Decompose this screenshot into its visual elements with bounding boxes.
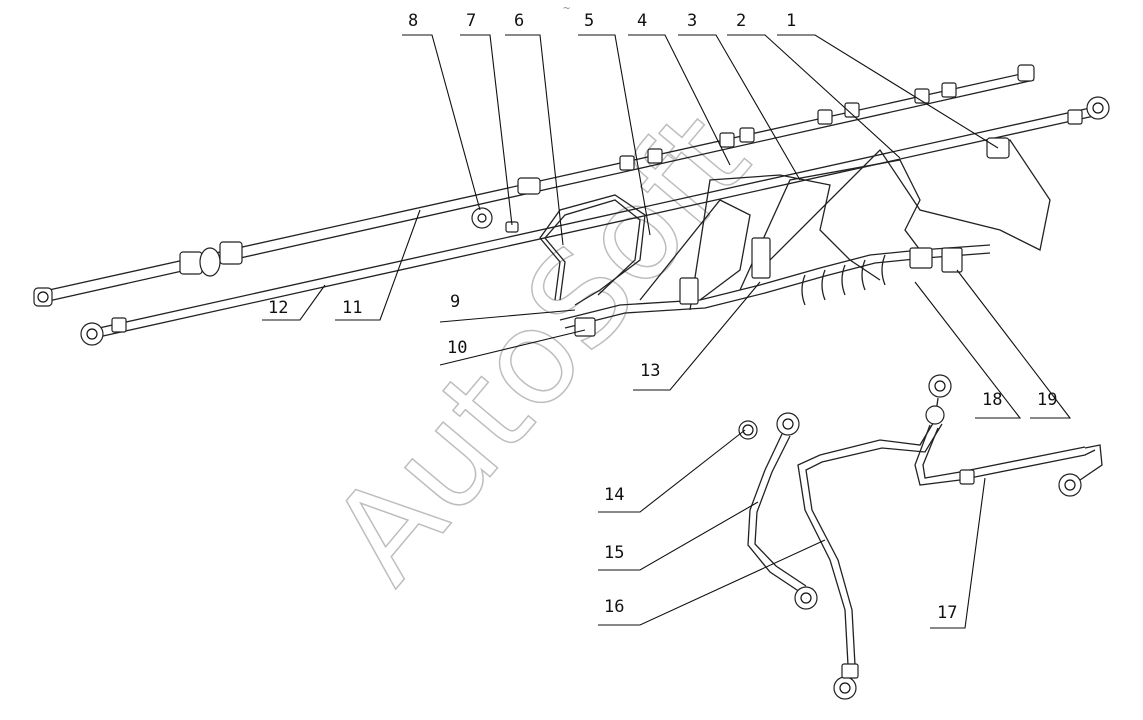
callout-11: 11 [342, 298, 362, 318]
injector-pipe-harness [471, 137, 1051, 337]
callout-1: 1 [786, 11, 796, 31]
callout-2: 2 [736, 11, 746, 31]
callout-3: 3 [687, 11, 697, 31]
callout-5: 5 [584, 11, 594, 31]
callout-18: 18 [982, 390, 1002, 410]
long-supply-pipe [80, 96, 1110, 346]
leader-lines [262, 34, 1072, 629]
callouts: 1 2 3 4 5 6 7 8 9 10 11 12 13 14 15 16 1… [268, 11, 1057, 623]
oil-tube-17 [914, 405, 1103, 497]
oil-tube-15 [738, 412, 818, 610]
callout-19: 19 [1037, 390, 1057, 410]
callout-6: 6 [514, 11, 524, 31]
callout-8: 8 [408, 11, 418, 31]
callout-12: 12 [268, 298, 288, 318]
callout-17: 17 [937, 603, 957, 623]
top-mark: ~ [563, 1, 570, 15]
callout-16: 16 [604, 597, 624, 617]
oil-tube-16 [797, 374, 952, 700]
callout-14: 14 [604, 485, 624, 505]
callout-4: 4 [637, 11, 647, 31]
callout-9: 9 [450, 292, 460, 312]
callout-15: 15 [604, 543, 624, 563]
callout-10: 10 [447, 338, 467, 358]
long-return-pipe [33, 64, 1035, 307]
callout-7: 7 [466, 11, 476, 31]
callout-13: 13 [640, 361, 660, 381]
